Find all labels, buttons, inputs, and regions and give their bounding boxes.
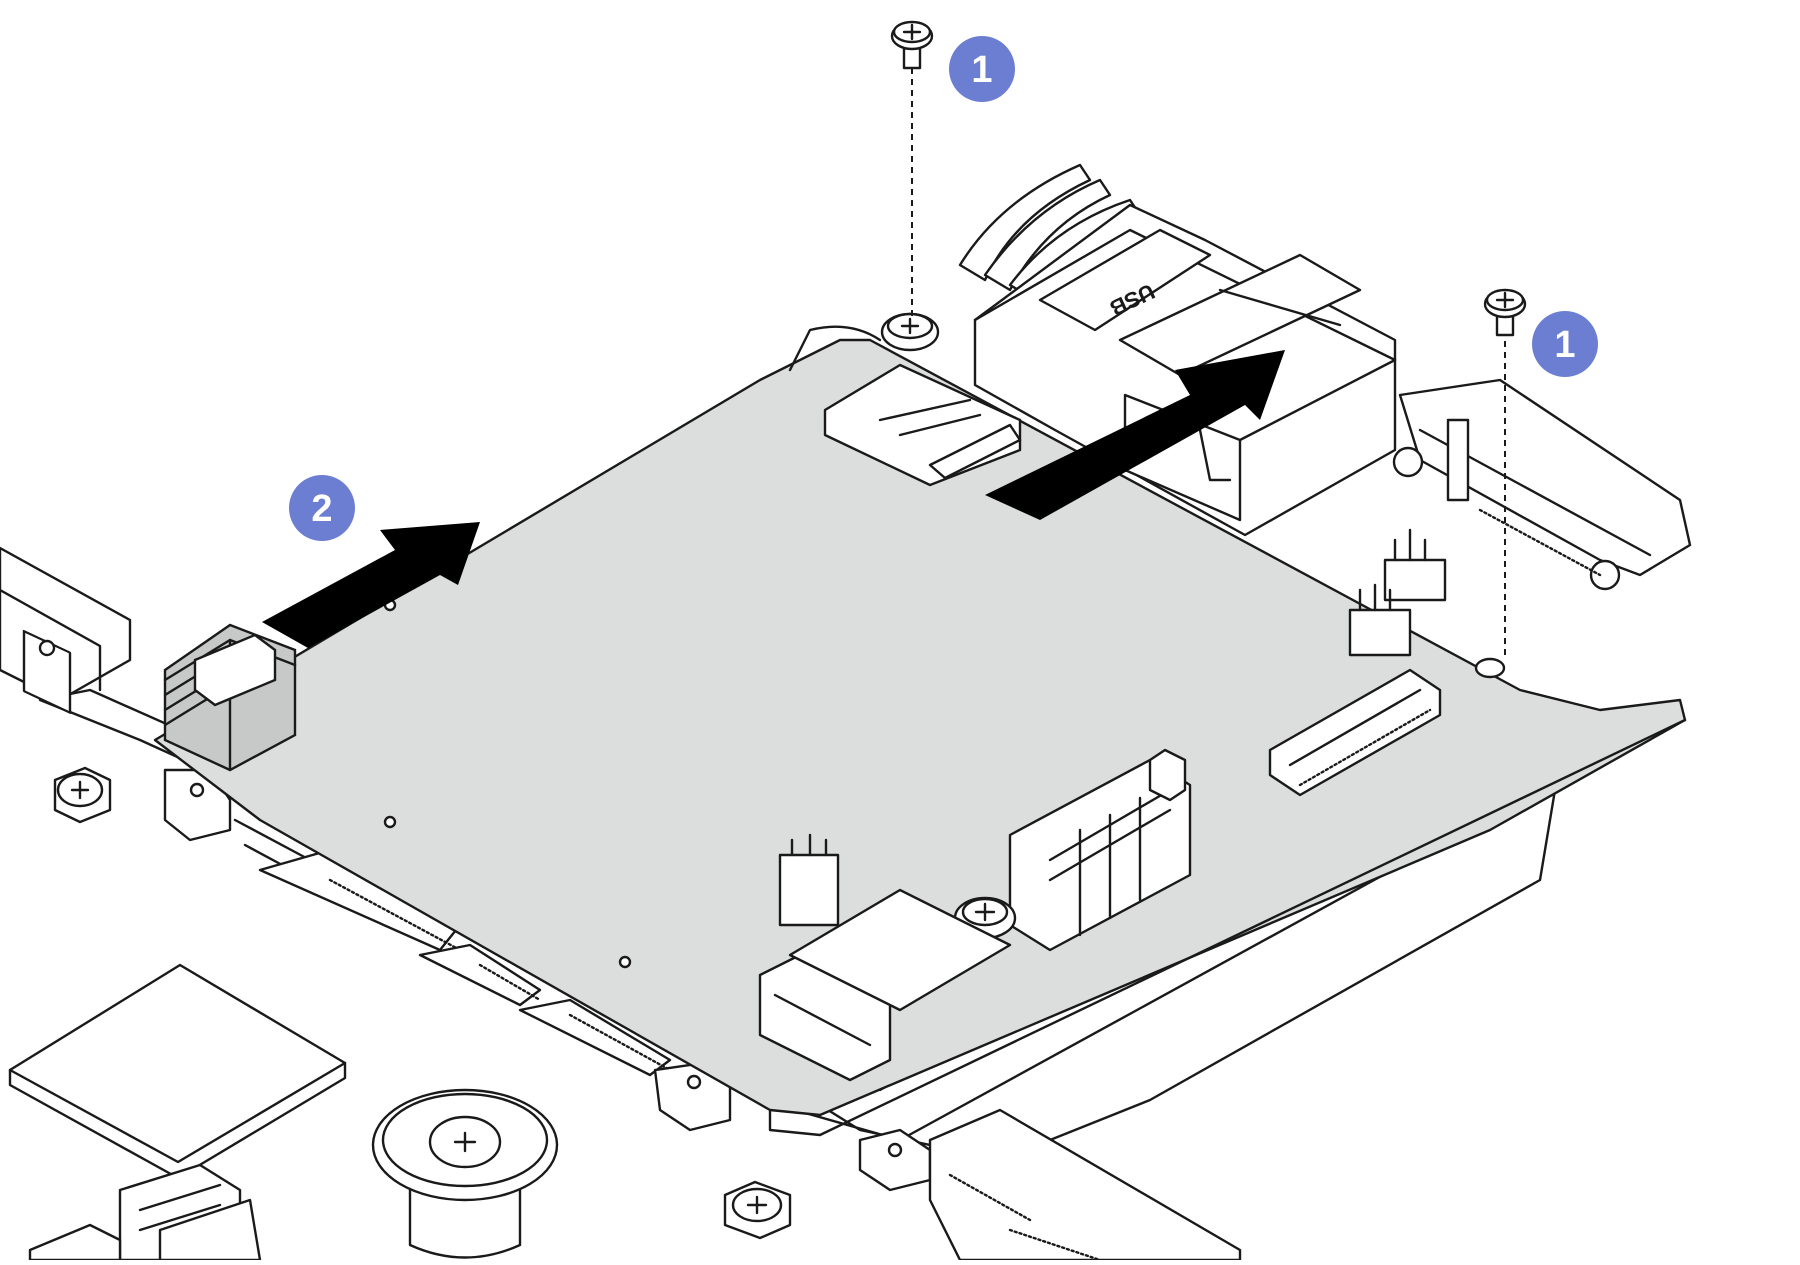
chassis-screw-left (53, 766, 112, 824)
slide-arrow-left (262, 522, 480, 648)
slide-arrow-right (985, 350, 1285, 520)
bottom-left-connectors (28, 1163, 262, 1262)
screw-callout-top: 1 (949, 36, 1015, 102)
callout-label: 1 (1554, 324, 1575, 366)
callout-label: 1 (971, 49, 992, 91)
screw-top (890, 20, 934, 320)
top-standoff (880, 312, 940, 352)
bottom-pin-header (778, 833, 840, 927)
board-release-latch (163, 623, 297, 772)
plunger-knob (371, 1088, 559, 1259)
microsd-slot (823, 363, 1022, 487)
slide-callout: 2 (289, 475, 355, 541)
screw-callout-right: 1 (1532, 311, 1598, 377)
chassis-screw-bottom (723, 1180, 792, 1240)
serial-connector (1392, 378, 1692, 591)
callout-label: 2 (311, 488, 332, 530)
mini-sas-connector (758, 888, 1012, 1082)
power-connector (1008, 748, 1192, 952)
right-pin-headers (1348, 528, 1447, 657)
chassis-tray (0, 546, 1562, 1262)
ribbon-connector (1268, 668, 1442, 797)
screw-right (1483, 288, 1527, 655)
heatsink-pad (8, 963, 347, 1180)
